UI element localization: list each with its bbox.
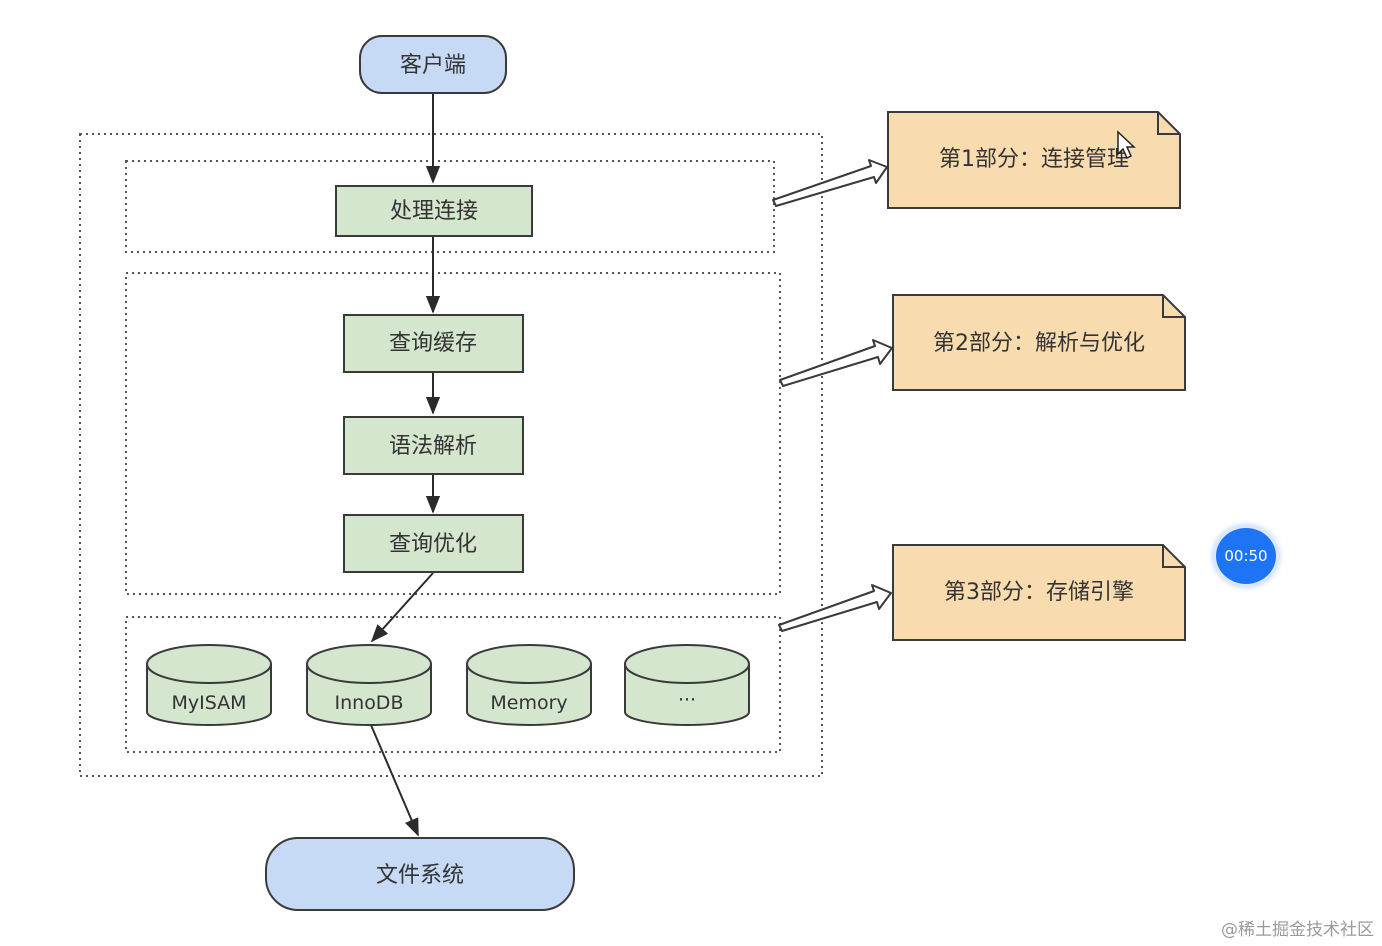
note-part2: 第2部分：解析与优化 (892, 294, 1186, 391)
connection-layer-group (125, 160, 775, 253)
arrow-optimize-to-innodb (370, 572, 434, 643)
timer-badge[interactable]: 00:50 (1213, 525, 1279, 587)
mouse-cursor-icon (1117, 130, 1136, 160)
note-part2-label: 第2部分：解析与优化 (933, 331, 1145, 356)
server-boundary (79, 133, 823, 777)
callout-arrow-part1 (772, 159, 888, 207)
engine-innodb: InnoDB (306, 644, 432, 726)
syntax-parse-box (343, 416, 524, 475)
engine-memory: Memory (466, 644, 592, 726)
arrow-innodb-to-filesystem (370, 724, 419, 837)
engine-innodb-label: InnoDB (335, 692, 404, 714)
note-part3-label: 第3部分：存储引擎 (944, 580, 1134, 605)
engine-myisam: MyISAM (146, 644, 272, 726)
engine-more: ··· (624, 644, 750, 726)
handle-connection-box (335, 185, 533, 237)
query-cache-label: 查询缓存 (389, 331, 477, 356)
client-node (359, 35, 507, 94)
watermark-text: @稀土掘金技术社区 (1221, 920, 1374, 940)
note-part1: 第1部分：连接管理 (887, 111, 1181, 209)
file-system-label: 文件系统 (376, 863, 464, 888)
query-cache-box (343, 314, 524, 373)
callout-arrow-part2 (779, 339, 893, 387)
engine-myisam-label: MyISAM (171, 692, 246, 714)
query-optimize-box (343, 514, 524, 573)
callout-arrow-part3 (778, 584, 892, 632)
engine-more-label: ··· (678, 689, 696, 711)
file-system-node (265, 837, 575, 911)
note-part1-label: 第1部分：连接管理 (939, 147, 1129, 172)
syntax-parse-label: 语法解析 (389, 434, 477, 459)
client-label: 客户端 (400, 53, 466, 78)
storage-engine-layer-group (125, 616, 781, 753)
query-optimize-label: 查询优化 (389, 532, 477, 557)
engine-memory-label: Memory (490, 692, 567, 714)
handle-connection-label: 处理连接 (390, 199, 478, 224)
parse-optimize-layer-group (125, 272, 781, 595)
note-part3: 第3部分：存储引擎 (892, 544, 1186, 641)
